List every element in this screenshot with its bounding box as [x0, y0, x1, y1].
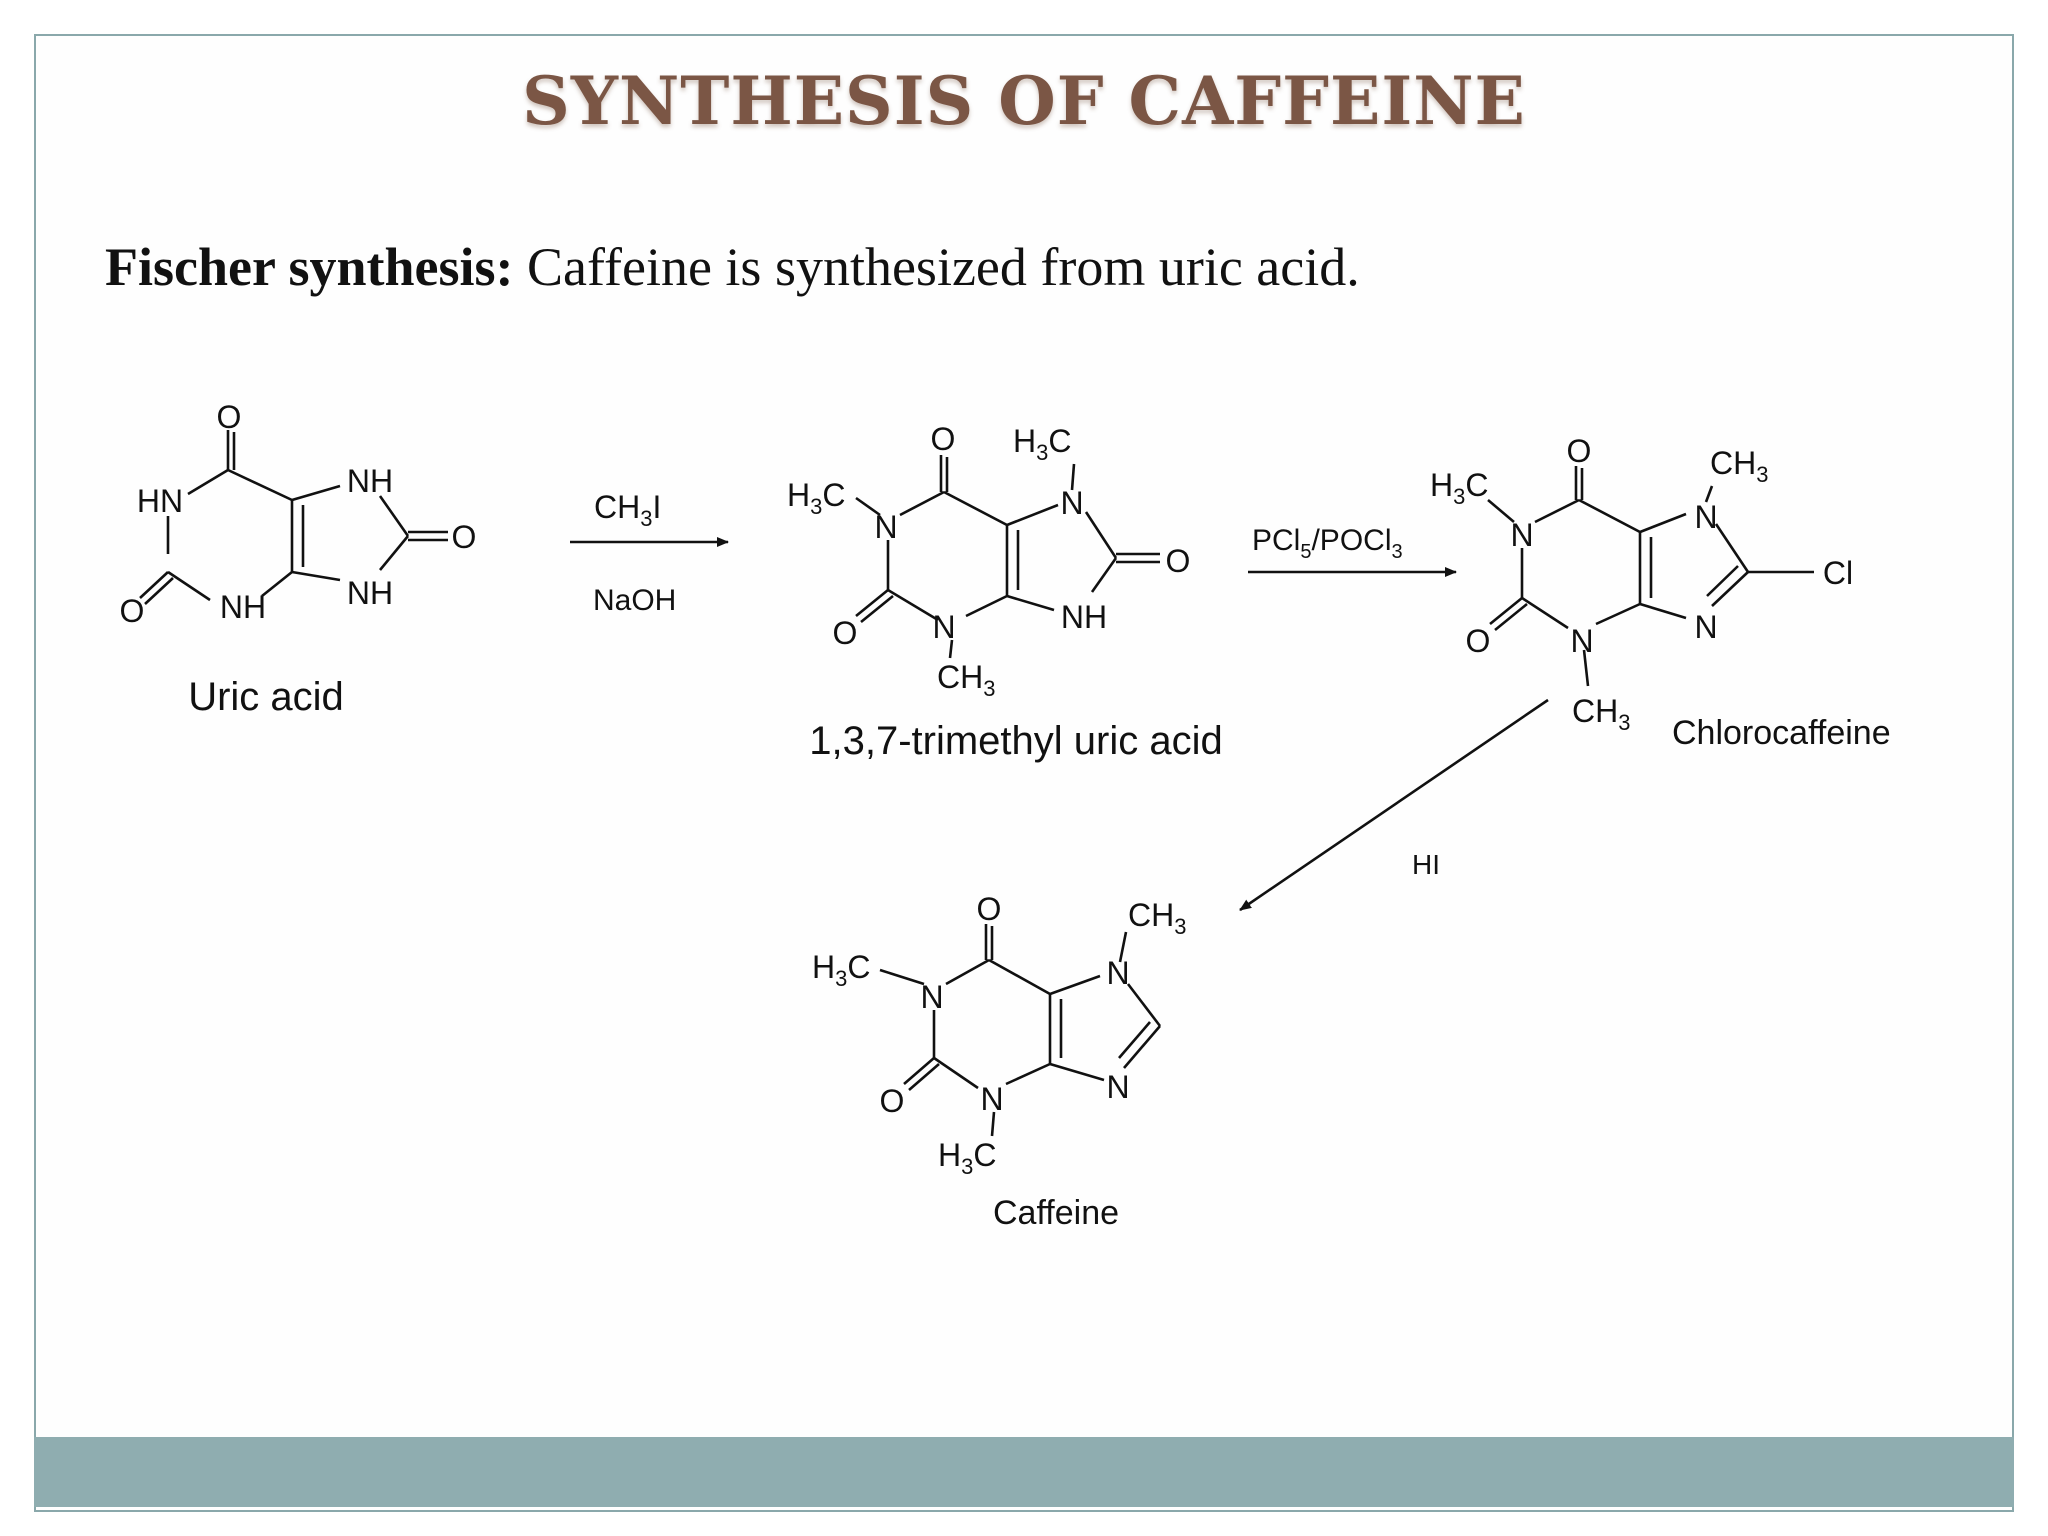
step1-reagent-bottom: NaOH	[593, 584, 676, 617]
atom-label: N	[1106, 955, 1129, 991]
methyl-label: H3C	[1013, 423, 1071, 465]
caffeine-label: Caffeine	[993, 1194, 1119, 1232]
step3-reagent: HI	[1412, 849, 1440, 880]
intro-sentence: Fischer synthesis: Caffeine is synthesiz…	[105, 236, 1360, 298]
uric-acid-label: Uric acid	[188, 675, 344, 719]
atom-label: NH	[1061, 599, 1107, 635]
chlorocaffeine-structure	[1487, 466, 1814, 687]
atom-label: N	[1106, 1069, 1129, 1105]
methyl-label: CH3	[1572, 693, 1630, 735]
slide-frame	[34, 34, 2014, 1512]
uric-acid-structure	[139, 430, 448, 605]
footer-bar	[34, 1437, 2014, 1507]
chlorocaffeine-label: Chlorocaffeine	[1672, 714, 1891, 752]
atom-label: N	[1060, 485, 1083, 521]
chlorocaffeine-atoms: O CH3 H3C N N Cl N N O CH3	[1430, 433, 1853, 735]
methyl-label: H3C	[938, 1137, 996, 1179]
atom-label: N	[1694, 609, 1717, 645]
methyl-label: H3C	[1430, 467, 1488, 509]
intro-bold: Fischer synthesis:	[105, 237, 514, 297]
methyl-label: CH3	[937, 659, 995, 701]
atom-label: O	[880, 1083, 905, 1119]
atom-label: O	[217, 399, 242, 435]
atom-label: O	[1567, 433, 1592, 469]
atom-label: HN	[137, 483, 183, 519]
caffeine-atoms: O CH3 H3C N N N N O H3C	[812, 891, 1186, 1179]
step2-reagent: PCl5/POCl3	[1252, 524, 1403, 563]
atom-label: NH	[347, 463, 393, 499]
atom-label: O	[1166, 543, 1191, 579]
atom-label: O	[452, 519, 477, 555]
atom-label: O	[120, 593, 145, 629]
atom-label: O	[931, 421, 956, 457]
methyl-label: CH3	[1128, 897, 1186, 939]
trimethyl-uric-acid-structure	[855, 455, 1160, 659]
intro-text: Caffeine is synthesized from uric acid.	[513, 237, 1360, 297]
caffeine-structure	[879, 924, 1162, 1137]
atom-label: N	[1510, 517, 1533, 553]
atom-label: N	[874, 509, 897, 545]
methyl-label: H3C	[812, 949, 870, 991]
uric-acid-atoms: O HN NH O NH NH O	[120, 399, 477, 629]
methyl-label: H3C	[787, 477, 845, 519]
atom-label: O	[833, 615, 858, 651]
atom-label: NH	[220, 589, 266, 625]
atom-label: NH	[347, 575, 393, 611]
trimethyl-uric-acid-label: 1,3,7-trimethyl uric acid	[809, 719, 1222, 763]
atom-label: N	[920, 979, 943, 1015]
atom-label: N	[1694, 499, 1717, 535]
step1-reagent-top: CH3I	[594, 489, 661, 531]
atom-label: N	[932, 609, 955, 645]
slide-title: SYNTHESIS OF CAFFEINE	[522, 62, 1526, 140]
atom-label: N	[1570, 623, 1593, 659]
atom-label: O	[977, 891, 1002, 927]
step3-arrow	[1239, 698, 1549, 912]
methyl-label: CH3	[1710, 445, 1768, 487]
atom-label: O	[1466, 623, 1491, 659]
atom-label: Cl	[1823, 555, 1853, 591]
atom-label: N	[980, 1081, 1003, 1117]
